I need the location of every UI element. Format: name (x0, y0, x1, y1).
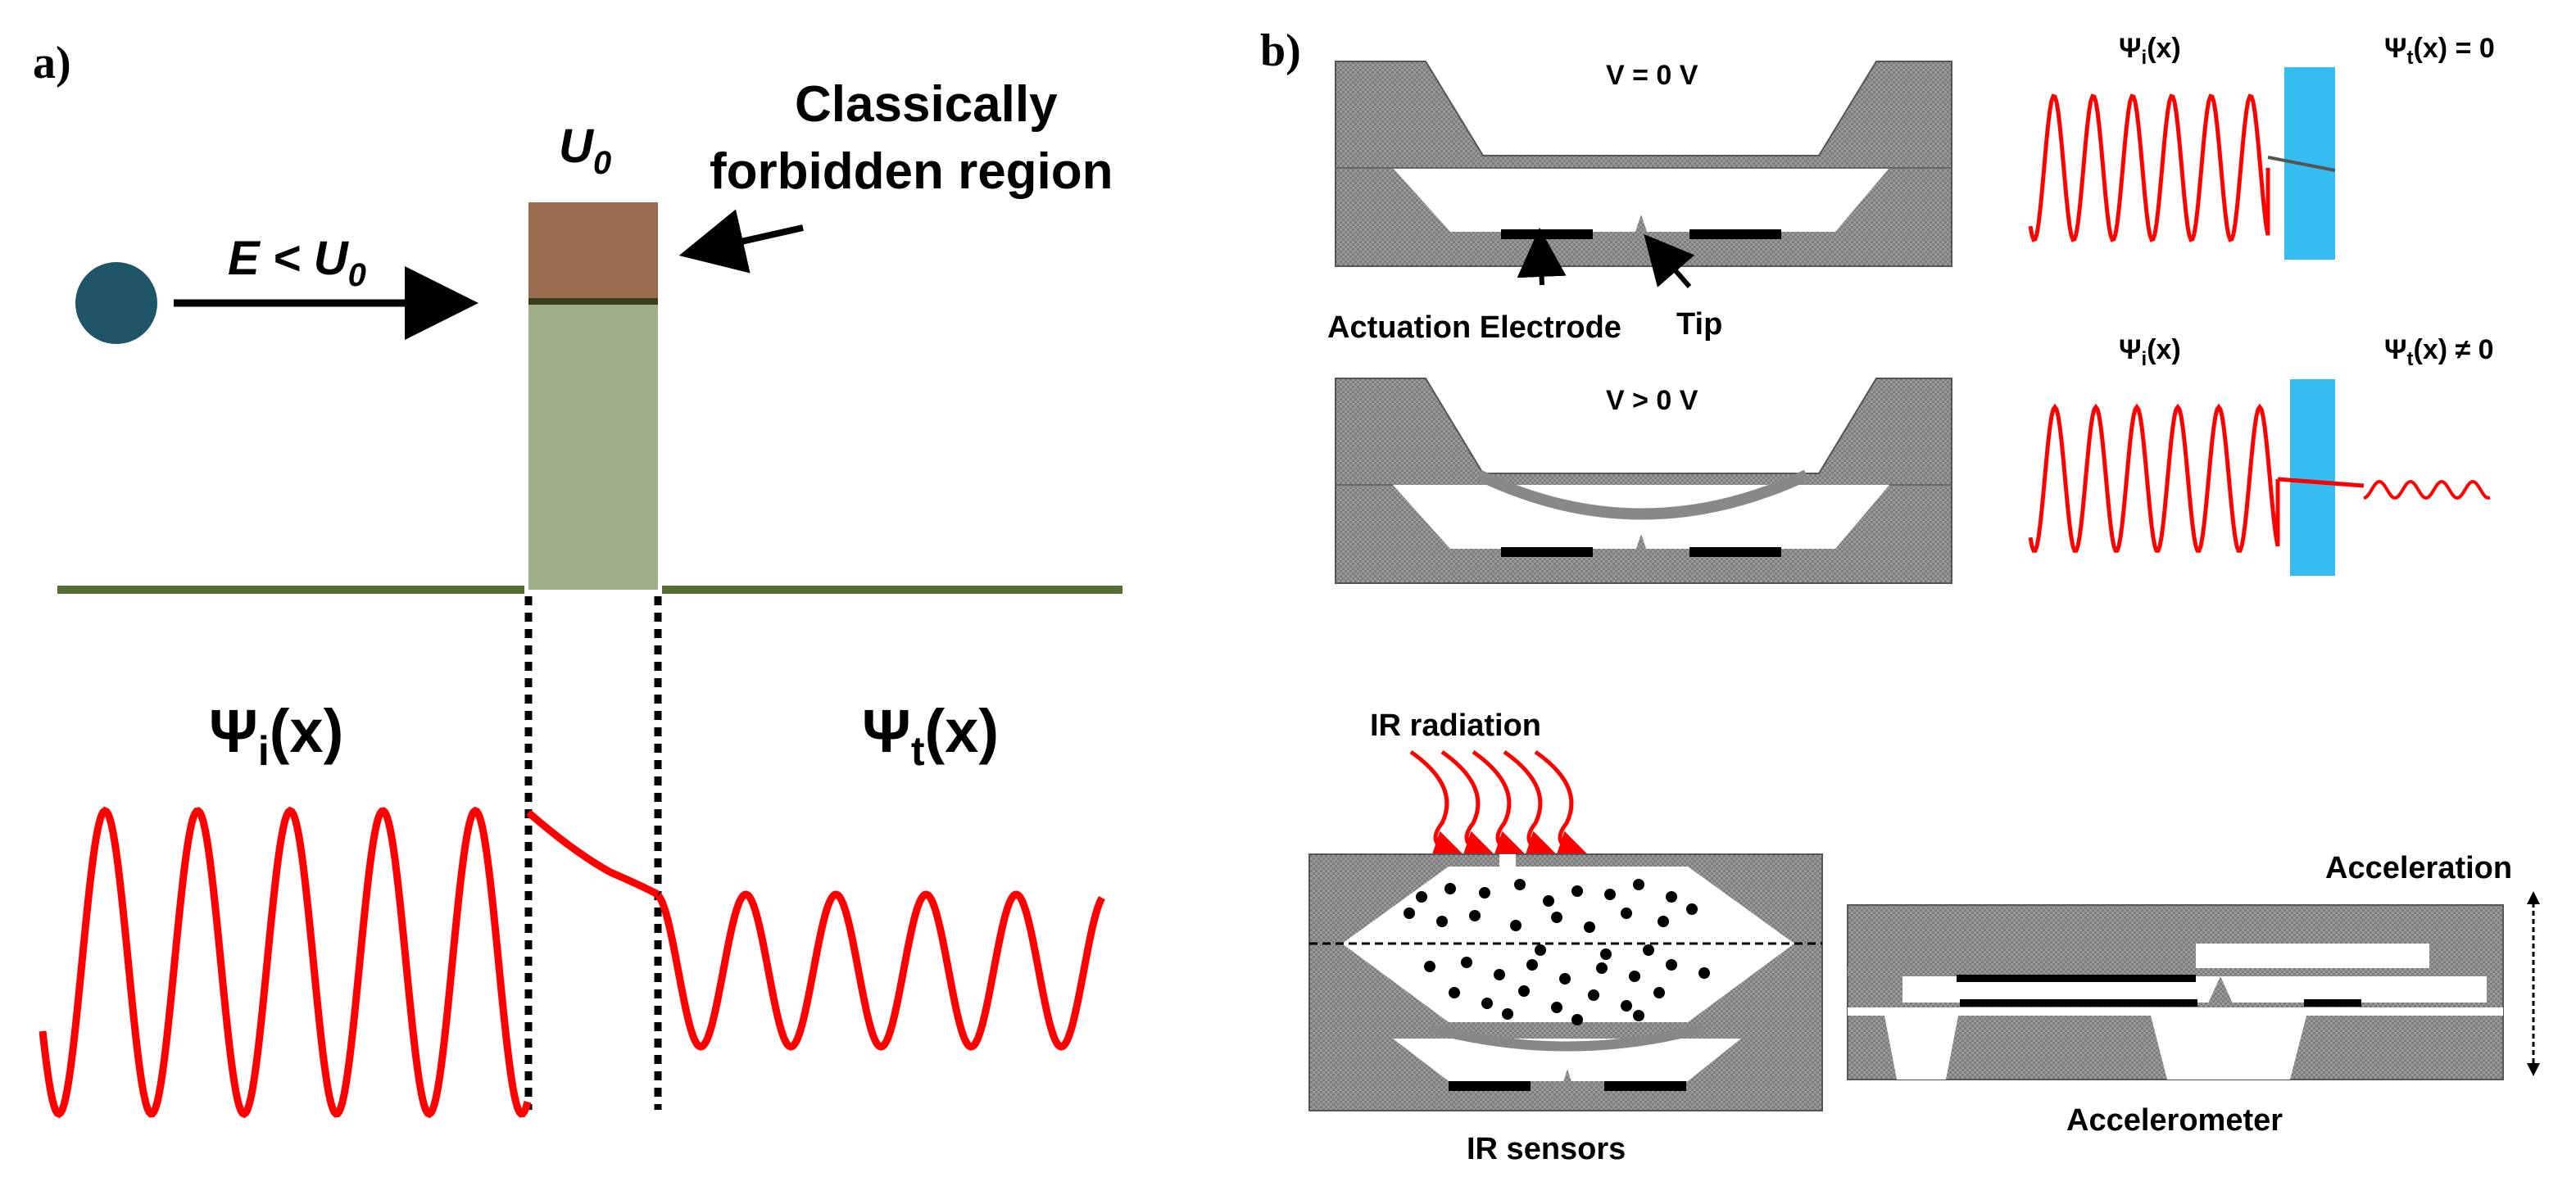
gas-molecule (1621, 908, 1632, 919)
accelerometer-device (1847, 904, 2504, 1080)
gas-molecule (1518, 985, 1530, 997)
gas-molecule (1686, 903, 1698, 915)
actuation-electrode-left (1501, 229, 1593, 239)
psi-t-nonzero-label: Ψt(x) ≠ 0 (2384, 334, 2494, 370)
gas-molecule (1643, 944, 1654, 956)
gas-molecule (1514, 879, 1526, 890)
switch-off-device (1335, 61, 1952, 267)
panel-a: a) E < U0 U0 Classically forbidden regio… (33, 38, 1122, 1119)
energy-label: E < U0 (228, 232, 366, 293)
acceleration-arrow-down (2527, 1063, 2540, 1076)
gas-molecule (1526, 959, 1538, 971)
gas-molecule (1424, 961, 1435, 972)
gas-molecule (1551, 1002, 1562, 1013)
incident-wave (39, 806, 532, 1119)
barrier-top (528, 202, 658, 301)
gas-molecule (1621, 1000, 1632, 1012)
panel-a-tag: a) (33, 38, 71, 88)
gas-molecule (1666, 959, 1677, 971)
gas-molecule (1584, 921, 1595, 933)
acceleration-arrow-up (2527, 891, 2540, 904)
gas-molecule (1588, 989, 1599, 1001)
forbidden-label-line2: forbidden region (710, 143, 1113, 200)
gas-molecule (1535, 944, 1546, 956)
accel-electrode-top (1957, 975, 2196, 982)
gas-molecules (1404, 879, 1710, 1025)
electrode-label: Actuation Electrode (1327, 310, 1621, 345)
switch-off-voltage: V = 0 V (1606, 60, 1698, 91)
gas-molecule (1416, 891, 1427, 903)
gas-molecule (1481, 998, 1493, 1009)
psi-incident-label: Ψi(x) (209, 697, 343, 774)
gas-molecule (1604, 889, 1616, 900)
ir-sensors-label: IR sensors (1467, 1132, 1626, 1166)
ir-sensor-device (1308, 853, 1823, 1111)
barrier-body (528, 305, 658, 590)
forbidden-label-line1: Classically (795, 76, 1058, 133)
psi-t-zero-label: Ψt(x) = 0 (2384, 33, 2495, 69)
forbidden-arrow (678, 209, 804, 274)
gas-molecule (1571, 885, 1583, 897)
gas-molecule (1510, 920, 1522, 931)
substrate-cavity-left (1884, 1016, 1958, 1080)
incident-wave-top (2028, 93, 2270, 242)
gas-molecule (1551, 912, 1562, 923)
deflected-membrane (1476, 469, 1809, 520)
barrier-blue-bottom (2290, 379, 2335, 576)
ir-radiation-arrows (1409, 749, 1590, 862)
gas-cavity (1342, 854, 1794, 1022)
gas-molecule (1629, 971, 1640, 982)
actuation-electrode-right (1689, 229, 1781, 239)
switch-on-device (1335, 378, 1952, 584)
tip-label: Tip (1676, 307, 1722, 342)
panel-b-tag: b) (1260, 25, 1301, 76)
gas-molecule (1559, 973, 1571, 985)
gas-molecule (1633, 879, 1644, 890)
panel-b: b) V = 0 V Actuation Electrode Tip V > 0… (1260, 25, 2540, 1166)
substrate-cavity-mid (2151, 1016, 2306, 1080)
accelerometer-label: Accelerometer (2066, 1103, 2283, 1138)
gas-molecule (1596, 962, 1608, 974)
barrier-height-label: U0 (559, 120, 611, 181)
gas-molecule (1436, 916, 1448, 927)
transmitted-wave-bottom (2363, 480, 2491, 500)
barrier-divider (528, 298, 658, 305)
gas-molecule (1633, 1010, 1644, 1021)
gas-molecule (1494, 969, 1505, 980)
ir-radiation-label: IR radiation (1370, 708, 1541, 743)
psi-transmitted-label: Ψt(x) (862, 697, 999, 774)
gas-molecule (1502, 1008, 1513, 1020)
gas-molecule (1600, 948, 1612, 960)
gas-molecule (1479, 887, 1490, 899)
ir-membrane (1428, 1023, 1706, 1052)
accel-electrode-bottom (1960, 999, 2197, 1007)
gas-molecule (1444, 883, 1456, 894)
incident-wave-bottom (2028, 403, 2280, 553)
gas-molecule (1698, 967, 1710, 979)
gas-molecule (1469, 910, 1481, 921)
gas-molecule (1461, 957, 1472, 968)
gas-molecule (1543, 895, 1554, 907)
decaying-wave (526, 809, 660, 898)
transmitted-wave (655, 890, 1105, 1051)
switch-on-voltage: V > 0 V (1606, 385, 1698, 416)
particle (75, 262, 157, 344)
gas-molecule (1404, 908, 1415, 919)
gas-molecule (1449, 987, 1460, 998)
proof-mass-gap (2196, 944, 2429, 968)
acceleration-label: Acceleration (2325, 851, 2512, 885)
gas-molecule (1653, 987, 1665, 998)
decay-line-bottom (2277, 477, 2365, 488)
gas-molecule (1666, 891, 1677, 903)
psi-i-top-label: Ψi(x) (2119, 33, 2181, 69)
gas-molecule (1658, 916, 1669, 927)
decay-line-top (2267, 156, 2336, 172)
tip-pointer (1644, 233, 1695, 288)
electrode-pointer (1517, 228, 1567, 286)
psi-i-bottom-label: Ψi(x) (2119, 334, 2181, 370)
gas-molecule (1571, 1014, 1583, 1025)
